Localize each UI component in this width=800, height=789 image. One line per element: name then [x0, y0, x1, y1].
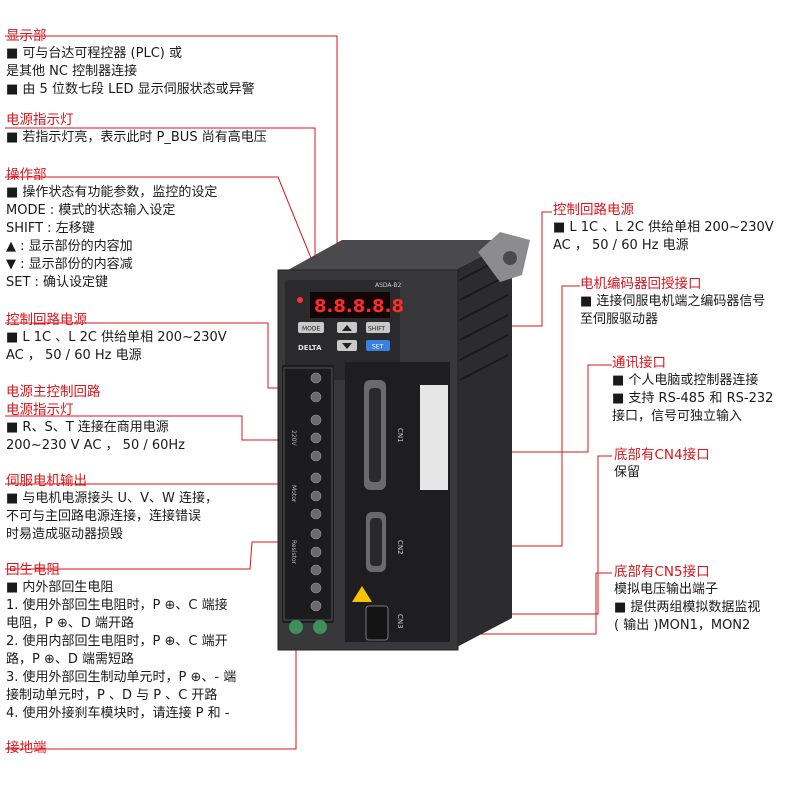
- note-line: AC ， 50 / 60 Hz 电源: [6, 348, 142, 363]
- svg-text:CN2: CN2: [396, 540, 404, 555]
- note-line: ■ L 1C 、L 2C 供给单相 200~230V: [6, 330, 227, 345]
- leader-main-power: [5, 415, 282, 441]
- note-cn5: 底部有CN5接口 模拟电压输出端子 ■ 提供两组模拟数据监视 ( 输出 )MON…: [614, 563, 760, 635]
- note-title: 电源指示灯: [6, 112, 74, 128]
- note-ctrl-power-right: 控制回路电源 ■ L 1C 、L 2C 供给单相 200~230V AC ， 5…: [553, 201, 774, 255]
- display-led: 8.8.8.8.8: [314, 296, 404, 317]
- note-line: ▲ : 显示部份的内容加: [6, 239, 133, 254]
- note-line: ■ 可与台达可程控器 (PLC) 或: [6, 46, 182, 61]
- leader-display: [5, 35, 338, 293]
- note-encoder: 电机编码器回授接口 ■ 连接伺服电机端之编码器信号 至伺服驱动器: [580, 275, 765, 329]
- ground-screw-1: [289, 620, 303, 634]
- note-line: ■ L 1C 、L 2C 供给单相 200~230V: [553, 220, 774, 235]
- leader-regen: [5, 541, 282, 570]
- svg-text:CN1: CN1: [396, 428, 404, 443]
- note-motor: 伺服电机输出 ■ 与电机电源接头 U、V、W 连接， 不可与主回路电源连接，连接…: [6, 472, 218, 544]
- note-main-power: 电源主控制回路 电源指示灯 ■ R、S、T 连接在商用电源 200~230 V …: [6, 383, 185, 455]
- note-line: 接口，信号可独立输入: [612, 409, 743, 424]
- leader-power-led: [5, 127, 316, 294]
- note-line: 模拟电压输出端子: [614, 582, 719, 597]
- note-line: ■ 提供两组模拟数据监视: [614, 600, 761, 615]
- note-line: 2. 使用内部回生电阻时，P ⊕、C 端开: [6, 634, 228, 649]
- svg-text:ASDA-B2: ASDA-B2: [375, 282, 401, 289]
- device-side-face: [455, 240, 512, 648]
- note-ground: 接地端: [6, 739, 47, 757]
- note-title: 电源指示灯: [6, 402, 74, 418]
- note-line: ■ 若指示灯亮，表示此时 P_BUS 尚有高电压: [6, 130, 267, 145]
- leader-cn5: [390, 572, 612, 635]
- note-operation: 操作部 ■ 操作状态有功能参数，监控的设定 MODE : 模式的状态输入设定 S…: [6, 166, 217, 292]
- terminal-block: [282, 365, 334, 623]
- note-line: 1. 使用外部回生电阻时，P ⊕、C 端接: [6, 598, 228, 613]
- svg-text:SHIFT: SHIFT: [368, 326, 385, 333]
- note-title: 电机编码器回授接口: [580, 276, 702, 292]
- svg-text:Motor: Motor: [290, 485, 297, 503]
- note-line: 路，P ⊕、D 端需短路: [6, 652, 135, 667]
- note-line: ■ 支持 RS-485 和 RS-232: [612, 391, 774, 406]
- nameplate: [420, 385, 448, 490]
- note-display: 显示部 ■ 可与台达可程控器 (PLC) 或 是其他 NC 控制器连接 ■ 由 …: [6, 27, 255, 99]
- note-title: 电源主控制回路: [6, 384, 101, 400]
- note-line: ■ 由 5 位数七段 LED 显示伺服状态或异警: [6, 82, 255, 97]
- svg-text:SET: SET: [372, 344, 384, 351]
- note-title: 接地端: [6, 740, 47, 756]
- note-regen: 回生电阻 ■ 内外部回生电阻 1. 使用外部回生电阻时，P ⊕、C 端接 电阻，…: [6, 561, 236, 723]
- note-cn4: 底部有CN4接口 保留: [614, 446, 710, 482]
- note-line: ■ 连接伺服电机端之编码器信号: [580, 294, 766, 309]
- note-line: 接制动单元时，P 、D 与 P 、C 开路: [6, 688, 218, 703]
- note-title: 回生电阻: [6, 562, 60, 578]
- shift-button: [366, 322, 390, 333]
- svg-text:220V: 220V: [290, 430, 297, 446]
- note-line: AC ， 50 / 60 Hz 电源: [553, 238, 689, 253]
- mode-button: [298, 322, 324, 333]
- note-line: 时易造成驱动器损毁: [6, 527, 124, 542]
- leader-ctrl-power-left: [5, 322, 280, 389]
- note-title: 伺服电机输出: [6, 473, 87, 489]
- note-line: SET : 确认设定键: [6, 275, 109, 290]
- note-line: ■ 操作状态有功能参数，监控的设定: [6, 185, 218, 200]
- note-title: 操作部: [6, 167, 47, 183]
- set-button: [366, 340, 390, 351]
- note-line: 保留: [614, 465, 641, 480]
- cn3-connector: [365, 605, 389, 641]
- svg-text:Resistor: Resistor: [290, 540, 297, 565]
- note-title: 底部有CN5接口: [614, 564, 710, 580]
- note-title: 底部有CN4接口: [614, 447, 710, 463]
- note-ctrl-power-left: 控制回路电源 ■ L 1C 、L 2C 供给单相 200~230V AC ， 5…: [6, 311, 227, 365]
- note-line: 4. 使用外接刹车模块时，请连接 P 和 -: [6, 706, 230, 721]
- note-line: ■ R、S、T 连接在商用电源: [6, 420, 169, 435]
- note-line: ■ 个人电脑或控制器连接: [612, 373, 759, 388]
- svg-text:DELTA: DELTA: [298, 344, 322, 352]
- note-line: ■ 与电机电源接头 U、V、W 连接，: [6, 491, 218, 506]
- svg-text:MODE: MODE: [302, 326, 321, 333]
- note-line: 200~230 V AC ， 50 / 60Hz: [6, 438, 186, 453]
- note-line: 至伺服驱动器: [580, 312, 659, 327]
- device-top-face: [288, 240, 512, 270]
- note-title: 通讯接口: [612, 355, 666, 371]
- note-line: 电阻，P ⊕、D 端开路: [6, 616, 135, 631]
- power-led: [297, 297, 303, 303]
- note-title: 显示部: [6, 28, 47, 44]
- ground-screw-2: [313, 620, 327, 634]
- note-line: 3. 使用外部回生制动单元时，P ⊕、- 端: [6, 670, 237, 685]
- note-line: ▼ : 显示部份的内容减: [6, 257, 133, 272]
- note-power-led: 电源指示灯 ■ 若指示灯亮，表示此时 P_BUS 尚有高电压: [6, 111, 267, 147]
- leader-cn4: [460, 455, 612, 615]
- warning-label: [352, 586, 372, 602]
- note-line: SHIFT : 左移键: [6, 221, 95, 236]
- note-line: 是其他 NC 控制器连接: [6, 64, 138, 79]
- note-line: ■ 内外部回生电阻: [6, 580, 114, 595]
- svg-text:CN3: CN3: [396, 614, 404, 629]
- note-line: 不可与主回路电源连接，连接错误: [6, 509, 202, 524]
- note-comm: 通讯接口 ■ 个人电脑或控制器连接 ■ 支持 RS-485 和 RS-232 接…: [612, 354, 773, 426]
- note-title: 控制回路电源: [553, 202, 634, 218]
- note-line: MODE : 模式的状态输入设定: [6, 203, 176, 218]
- leader-ground: [5, 630, 297, 750]
- note-title: 控制回路电源: [6, 312, 87, 328]
- note-line: ( 输出 )MON1，MON2: [614, 618, 751, 633]
